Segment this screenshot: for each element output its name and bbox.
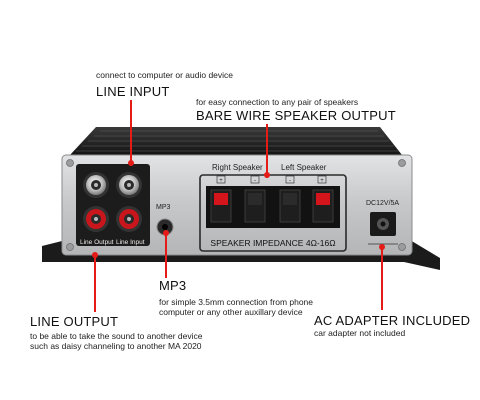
terminal-left-minus (279, 189, 301, 223)
bare-wire-callout (266, 124, 268, 178)
rca-bottom-left-jack (83, 206, 109, 232)
speaker-impedance-label: SPEAKER IMPEDANCE 4Ω-16Ω (210, 238, 335, 248)
speaker-terminal-frame (199, 174, 347, 252)
terminal-left-plus (312, 189, 334, 223)
line-input-title: LINE INPUT (96, 84, 170, 99)
line-output-callout (94, 256, 96, 312)
terminal-right-plus (210, 189, 232, 223)
ac-adapter-callout-dot (379, 244, 385, 250)
dc-rating-label: DC12V/5A (366, 200, 399, 207)
line-input-callout (130, 100, 132, 166)
svg-text:-: - (254, 178, 256, 184)
ac-adapter-title: AC ADAPTER INCLUDED (314, 313, 471, 328)
mp3-title: MP3 (159, 278, 187, 293)
rca-top-right-jack (116, 172, 142, 198)
left-speaker-label: Left Speaker (281, 163, 327, 172)
line-input-note: connect to computer or audio device (96, 70, 234, 80)
right-speaker-label: Right Speaker (212, 163, 263, 172)
terminal-right-minus (244, 189, 266, 223)
rca-bottom-right-jack (116, 206, 142, 232)
line-output-note-line1: to be able to take the sound to another … (30, 331, 203, 341)
line-output-note-line2: such as daisy channeling to another MA 2… (30, 341, 202, 351)
line-output-callout-dot (92, 252, 98, 258)
mp3-callout (165, 234, 167, 278)
screw-bottom-right (398, 243, 406, 251)
screw-bottom-left (66, 243, 74, 251)
screw-top-left (66, 159, 74, 167)
line-output-panel-label: Line Output (80, 239, 114, 246)
ac-adapter-note: car adapter not included (314, 328, 406, 338)
mp3-note-line2: computer or any other auxillary device (159, 307, 303, 317)
screw-top-right (398, 159, 406, 167)
bare-wire-note: for easy connection to any pair of speak… (196, 97, 359, 107)
line-output-title: LINE OUTPUT (30, 314, 119, 329)
bare-wire-callout-dot (264, 172, 270, 178)
line-input-callout-dot (128, 160, 134, 166)
bare-wire-title: BARE WIRE SPEAKER OUTPUT (196, 108, 396, 123)
svg-text:+: + (320, 178, 324, 184)
mp3-callout-dot (163, 230, 169, 236)
mp3-note-line1: for simple 3.5mm connection from phone (159, 297, 314, 307)
mp3-panel-label: MP3 (156, 204, 171, 211)
line-input-panel-label: Line Input (116, 239, 145, 246)
svg-text:+: + (219, 178, 223, 184)
rca-top-left-jack (83, 172, 109, 198)
svg-text:-: - (289, 178, 291, 184)
ac-adapter-callout (381, 248, 383, 310)
